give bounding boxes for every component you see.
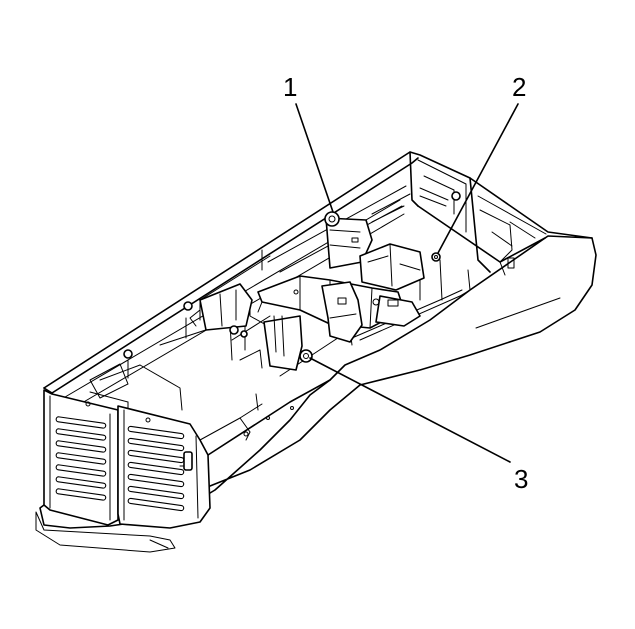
- center-bracket: [123, 191, 461, 371]
- callout-2-leader: [437, 103, 519, 254]
- right-panel-vent-slots: [127, 425, 185, 512]
- callout-2-label: 2: [512, 72, 526, 102]
- left-panel-vent-slots: [55, 416, 107, 501]
- callout-1-leader: [295, 103, 334, 213]
- callout-2: 2: [437, 72, 526, 254]
- callout-3-leader: [309, 357, 511, 463]
- callout-3-label: 3: [514, 464, 528, 494]
- callout-1-label: 1: [283, 72, 297, 102]
- end-panels: [43, 363, 211, 529]
- callout-1: 1: [283, 72, 334, 213]
- callout-3: 3: [309, 357, 528, 494]
